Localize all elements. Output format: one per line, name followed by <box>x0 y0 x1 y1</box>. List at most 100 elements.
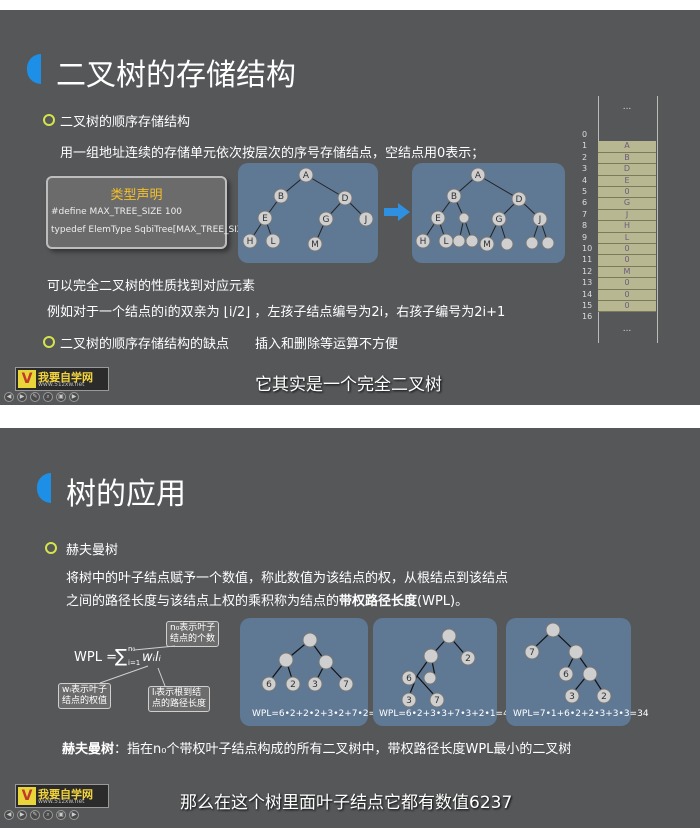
prev-icon[interactable]: ◀ <box>4 810 14 820</box>
array-index: 13 <box>582 278 593 288</box>
leaf-weight: 6 <box>406 674 412 684</box>
huffman-tree-1: 6 2 3 7 WPL=6•2+2•2+3•2+7•2=36 <box>240 618 388 726</box>
wpl-formula: WPL = <box>74 650 117 665</box>
tree-node-label: J <box>538 215 542 225</box>
tree-diagram-right: A B D E G J H L M <box>412 163 565 263</box>
formula-lhs: WPL = <box>74 650 117 665</box>
array-index: 3 <box>582 164 588 174</box>
typedef-line2: typedef ElemType SqbiTree[MAX_TREE_SIZE] <box>51 225 253 235</box>
tree-node <box>298 167 314 183</box>
definition-rest: ：指在n₀个带权叶子结点构成的所有二叉树中，带权路径长度WPL最小的二叉树 <box>114 742 572 757</box>
text-parent-b: ，左孩子结点编号为2i，右孩子编号为2i+1 <box>254 305 506 320</box>
wpl-tree-2: WPL=6•2+3•3+7•3+2•1=44 <box>379 709 515 719</box>
array-index: 10 <box>582 244 593 253</box>
array-cell: L <box>598 232 656 244</box>
definition-bold: 赫夫曼树 <box>62 742 115 757</box>
subtitle-caption: 那么在这个树里面叶子结点它都有数值6237 <box>180 793 513 813</box>
tree-node-empty <box>465 234 479 248</box>
tree-node-label: E <box>435 214 441 224</box>
menu-icon[interactable]: ▣ <box>56 810 66 820</box>
tree-node-empty <box>500 237 514 251</box>
next-icon[interactable]: ▶ <box>17 810 27 820</box>
tree-node <box>511 191 527 207</box>
bullet-seq-storage: 二叉树的顺序存储结构 <box>60 115 191 130</box>
pen-icon[interactable]: ✎ <box>30 392 40 402</box>
tree-node-empty <box>541 236 555 250</box>
leaf-weight: 2 <box>465 654 471 664</box>
tree-node <box>479 236 495 252</box>
array-index: 14 <box>582 289 593 299</box>
tree-node-label: G <box>496 215 503 225</box>
slide-binary-tree-storage: 二叉树的存储结构 二叉树的顺序存储结构 用一组地址连续的存储单元依次按层次的序号… <box>0 10 700 405</box>
typedef-box: 类型声明 #define MAX_TREE_SIZE 100 typedef E… <box>46 176 252 249</box>
tree-node <box>307 236 323 252</box>
formula-sum-icon: ∑ <box>115 646 128 667</box>
player-controls: ◀ ▶ ✎ ⌕ ▣ ▶ <box>4 810 104 820</box>
desc2-bold: 带权路径长度 <box>339 594 418 609</box>
array-index: 15 <box>582 301 593 310</box>
right-arrow-icon <box>384 203 410 221</box>
text-parent-a: 例如对于一个结点的i的双亲为 <box>47 305 220 320</box>
logo-v-icon: V <box>18 787 36 805</box>
tree-node <box>415 233 431 249</box>
pen-icon[interactable]: ✎ <box>30 810 40 820</box>
tree-node <box>265 233 281 249</box>
tree-node-label: B <box>278 192 284 202</box>
logo-url: www.51zxw.net <box>38 798 85 805</box>
drawback-note: 插入和删除等运算不方便 <box>255 337 399 352</box>
menu-icon[interactable]: ▣ <box>56 392 66 402</box>
tree-node <box>273 188 289 204</box>
text-parent-rule: 例如对于一个结点的i的双亲为 ⌊i/2⌋ ，左孩子结点编号为2i，右孩子编号为2… <box>47 301 505 320</box>
bullet-icon <box>43 114 55 126</box>
formula-sum-bottom: i=1 <box>128 659 141 667</box>
callout-n0: n₀表示叶子 结点的个数 <box>166 621 220 647</box>
desc-seq-storage: 用一组地址连续的存储单元依次按层次的序号存储结点，空结点用0表示； <box>60 146 485 161</box>
tree-node <box>242 233 258 249</box>
tree-node <box>430 210 446 226</box>
tree-node-label: H <box>247 237 254 247</box>
tree-node-label: A <box>303 171 310 181</box>
array-cell: 0 <box>598 289 656 301</box>
tree-node <box>446 188 462 204</box>
huffman-desc2: 之间的路径长度与该结点上权的乘积称为结点的带权路径长度(WPL)。 <box>66 590 468 609</box>
site-logo: V 我要自学网 www.51zxw.net <box>15 784 109 808</box>
leaf-weight: 7 <box>434 696 440 706</box>
leaf-weight: 3 <box>406 696 412 706</box>
player-controls: ◀ ▶ ✎ ⌕ ▣ ▶ <box>4 392 104 402</box>
array-cell: E <box>598 175 656 187</box>
logo-name: 我要自学网 <box>38 371 93 384</box>
tree-node-empty <box>458 212 470 224</box>
play-icon[interactable]: ▶ <box>69 392 79 402</box>
leaf-weight: 2 <box>290 680 296 690</box>
callout-l-line2: 点的路径长度 <box>152 699 207 709</box>
callout-w-line1: wᵢ表示叶子 <box>62 685 107 695</box>
zoom-icon[interactable]: ⌕ <box>43 810 53 820</box>
array-cell: 0 <box>598 301 656 313</box>
huffman-definition: 赫夫曼树：指在n₀个带权叶子结点构成的所有二叉树中，带权路径长度WPL最小的二叉… <box>62 738 571 757</box>
desc2-a: 之间的路径长度与该结点上权的乘积称为结点的 <box>66 594 340 609</box>
array-bottom-ellipsis: ... <box>622 324 632 334</box>
array-cell: M <box>598 266 656 279</box>
callout-w: wᵢ表示叶子 结点的权值 <box>58 683 112 709</box>
callout-l-line1: lᵢ表示根到结 <box>152 688 202 698</box>
desc2-c: (WPL)。 <box>417 594 469 609</box>
tree-node <box>318 211 334 227</box>
leaf-weight: 2 <box>601 692 607 702</box>
tree-right-svg: A B D E G J H L M <box>415 167 555 252</box>
next-icon[interactable]: ▶ <box>17 392 27 402</box>
tree-node-empty <box>525 236 539 250</box>
tree-node-label: L <box>270 237 275 247</box>
array-cell: H <box>598 221 656 233</box>
tree-diagram-left: A B D E G J H L M <box>238 163 378 263</box>
array-index: 0 <box>582 130 588 139</box>
huffman-tree-3: 7 6 3 2 WPL=7•1+6•2+2•3+3•3=34 <box>506 618 649 726</box>
logo-url: www.51zxw.net <box>38 381 85 388</box>
zoom-icon[interactable]: ⌕ <box>43 392 53 402</box>
array-cell: 0 <box>598 187 656 199</box>
tree-node-empty <box>452 234 466 248</box>
bullet-icon <box>45 542 57 554</box>
play-icon[interactable]: ▶ <box>69 810 79 820</box>
prev-icon[interactable]: ◀ <box>4 392 14 402</box>
array-cell: J <box>598 209 656 222</box>
array-cell: 0 <box>598 255 656 267</box>
